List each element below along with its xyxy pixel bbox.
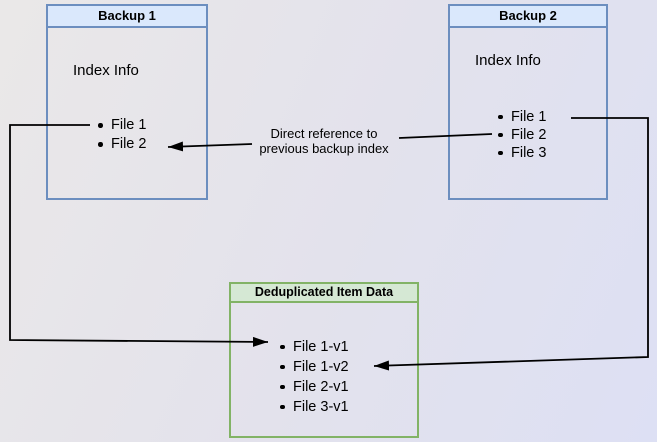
- file-list-item: File 3-v1: [280, 397, 349, 417]
- direct-reference-label-line1: Direct reference to: [270, 126, 378, 141]
- backup1-subtitle: Index Info: [73, 62, 139, 79]
- direct-reference-label-line2: previous backup index: [259, 141, 389, 156]
- file-list-item: File 2-v1: [280, 377, 349, 397]
- backup2-subtitle: Index Info: [475, 52, 541, 69]
- file-list-item: File 3: [498, 144, 546, 162]
- file-list-item: File 2: [98, 135, 146, 154]
- file-list-item: File 2: [498, 126, 546, 144]
- backup1-title: Backup 1: [48, 6, 206, 28]
- file-list-item: File 1-v1: [280, 337, 349, 357]
- file-list-item: File 1: [98, 116, 146, 135]
- file-list-item: File 1: [498, 108, 546, 126]
- direct-reference-label: Direct reference to previous backup inde…: [259, 126, 388, 156]
- dedup-title: Deduplicated Item Data: [231, 284, 417, 303]
- backup2-title: Backup 2: [450, 6, 606, 28]
- file-list-item: File 1-v2: [280, 357, 349, 377]
